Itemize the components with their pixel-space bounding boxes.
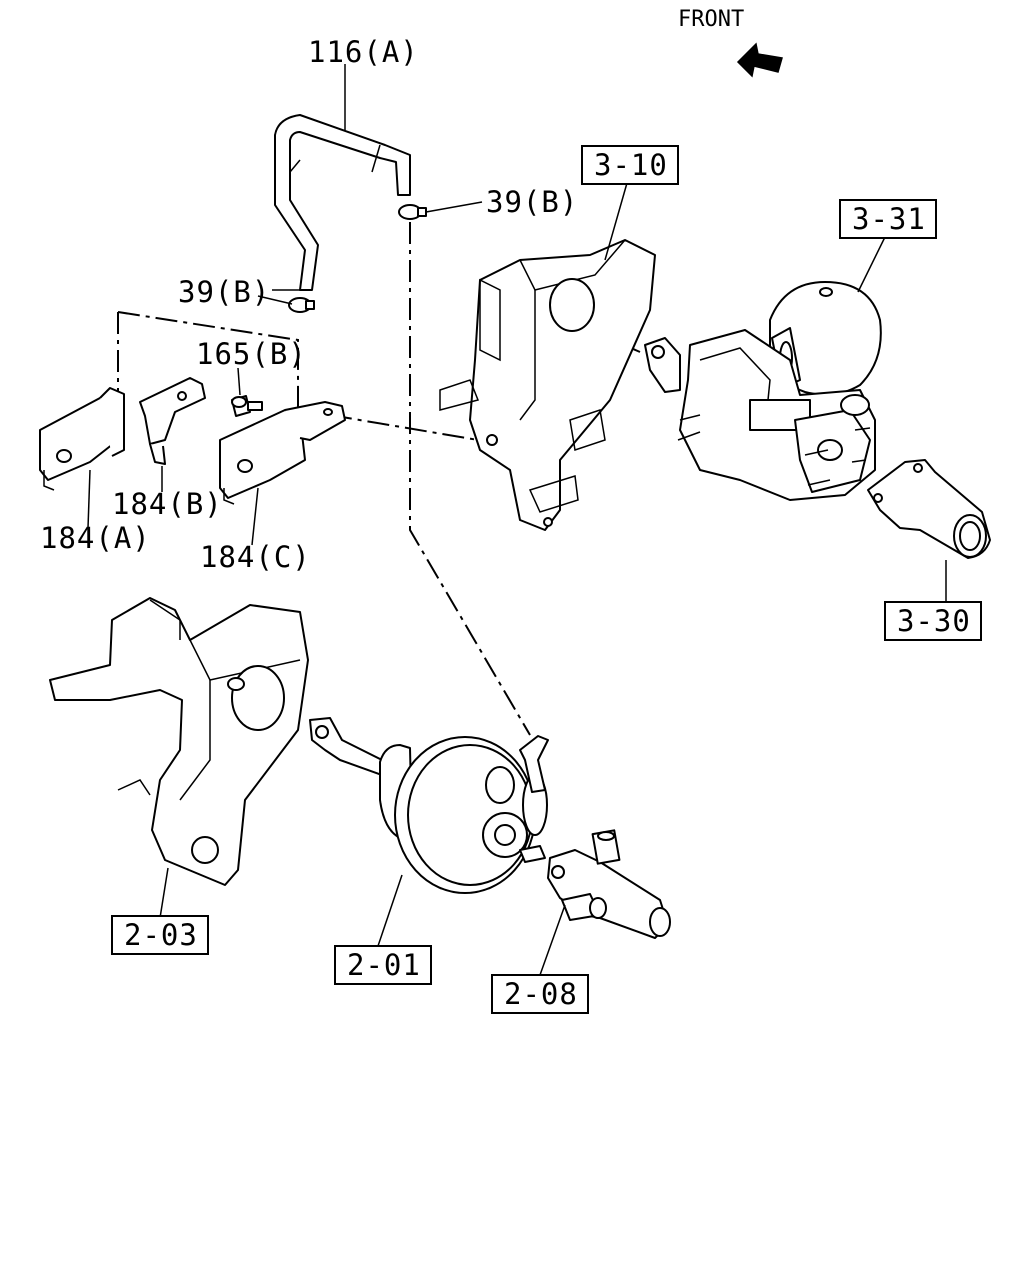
ref-box-2-01 [334,945,432,985]
label-184c: 184(C) [200,540,311,574]
alignment-line-hose [409,222,531,736]
leader-39b-top [425,201,483,213]
ref-2-03: 2-03 [124,918,198,952]
arrow-up-left-icon [736,42,783,78]
hose-clamp-left [288,297,315,313]
vacuum-hose [272,114,411,291]
leader-184a [87,469,91,529]
alignment-line-bracket [117,311,299,420]
leader-3-31 [857,236,886,293]
ref-3-30: 3-30 [897,604,971,638]
bolt [231,395,263,417]
alignment-line-bracket-c [329,414,479,441]
ref-3-10: 3-10 [594,148,668,182]
ref-2-08: 2-08 [504,977,578,1011]
leader-3-10 [604,182,628,261]
front-indicator: FRONT [678,7,783,78]
label-116a: 116(A) [308,35,419,69]
bracket-184c [219,401,346,505]
bracket-184b [139,377,206,465]
label-184a: 184(A) [40,521,151,555]
pedal-bracket-lower [49,597,309,886]
leader-184c [251,487,259,546]
ref-box-3-31 [839,199,937,239]
leader-165b [237,367,241,396]
ref-box-3-30 [884,601,982,641]
label-165b: 165(B) [196,337,307,371]
ref-3-31: 3-31 [852,202,926,236]
ref-box-2-03 [111,915,209,955]
leader-2-08 [539,904,566,976]
leader-39b-left [257,295,293,305]
bracket-184a [39,387,125,491]
label-39b-left: 39(B) [178,275,270,309]
hydraulic-unit [644,281,882,501]
pedal-bracket-upper [439,239,656,531]
front-label: FRONT [678,7,744,32]
hose-clamp-top [398,204,427,220]
valve-fitting [867,459,991,559]
master-cylinder [547,829,671,939]
ref-box-3-10 [581,145,679,185]
leader-2-03 [159,867,169,919]
brake-booster [309,717,549,894]
ref-2-01: 2-01 [347,948,421,982]
label-184b: 184(B) [112,487,223,521]
label-39b-top: 39(B) [486,185,578,219]
leader-2-01 [377,874,403,947]
ref-box-2-08 [491,974,589,1014]
